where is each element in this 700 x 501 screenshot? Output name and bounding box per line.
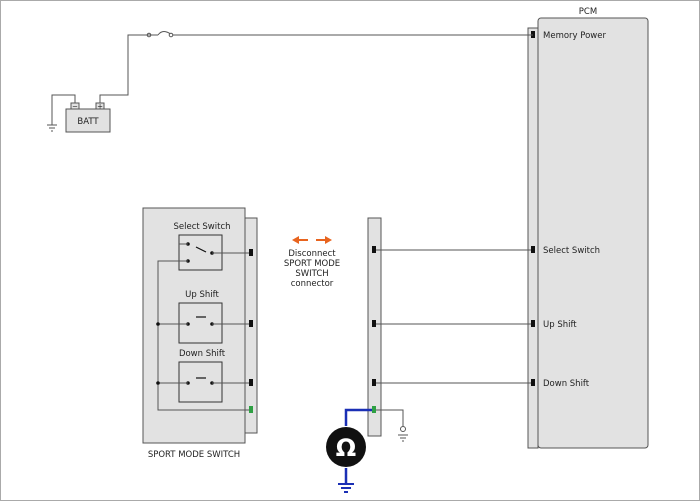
- ohm-symbol: Ω: [336, 434, 356, 462]
- junction-dot-down: [156, 381, 160, 385]
- select-switch-lever: [195, 246, 207, 253]
- sport-pin-down-shift: [249, 379, 253, 386]
- battery-minus-symbol: −: [72, 103, 78, 111]
- sport-pin-ground: [249, 406, 253, 413]
- pcm-pin-label-select-switch: Select Switch: [543, 246, 600, 256]
- disconnect-note: Disconnect SPORT MODE SWITCH connector: [284, 236, 340, 289]
- junction-dot-up: [156, 322, 160, 326]
- chassis-ground-wire: [376, 409, 404, 426]
- ohmmeter-icon: [326, 427, 366, 467]
- pcm-pin-up-shift: [531, 320, 535, 327]
- common-ground-bus: [157, 260, 249, 411]
- mating-pin-up-shift: [372, 320, 376, 327]
- up-shift-label: Up Shift: [185, 290, 219, 300]
- disconnect-note-line4: connector: [291, 279, 334, 289]
- down-shift-label: Down Shift: [179, 349, 226, 359]
- pcm-body: [537, 17, 649, 449]
- up-shift-switch-box: [178, 302, 223, 344]
- sport-switch-title: SPORT MODE SWITCH: [148, 450, 240, 460]
- mating-pin-select: [372, 246, 376, 253]
- mating-pin-down-shift: [372, 379, 376, 386]
- battery-label: BATT: [77, 117, 99, 127]
- chassis-ground-terminal: [400, 426, 406, 432]
- sport-mode-switch: SPORT MODE SWITCH Select Switch Up Shift…: [142, 207, 258, 460]
- pcm-pin-label-memory-power: Memory Power: [543, 31, 606, 41]
- mating-pin-ground: [372, 406, 376, 413]
- pcm-pin-label-up-shift: Up Shift: [543, 320, 577, 330]
- pcm-pin-select-switch: [531, 246, 535, 253]
- battery-negative-wire: [51, 94, 76, 125]
- pcm-title: PCM: [579, 7, 597, 17]
- ohmmeter: Ω: [326, 408, 372, 493]
- pcm-module: PCM Memory Power Select Switch Up Shift …: [527, 7, 649, 449]
- select-switch-label: Select Switch: [173, 222, 230, 232]
- disconnect-arrow-right-icon: [325, 236, 332, 244]
- mating-connector: [367, 217, 531, 442]
- battery-circuit: − + BATT: [47, 31, 533, 133]
- sport-pin-up-shift: [249, 320, 253, 327]
- disconnect-note-line2: SPORT MODE: [284, 259, 340, 269]
- disconnect-arrow-left-icon: [292, 236, 299, 244]
- fuse-terminal-right: [168, 32, 174, 38]
- pcm-pin-label-down-shift: Down Shift: [543, 379, 590, 389]
- ohmmeter-lead-top: [344, 408, 372, 426]
- down-shift-switch-box: [178, 361, 223, 403]
- battery-plus-symbol: +: [97, 103, 103, 111]
- battery-positive-wire: [99, 34, 158, 103]
- disconnect-note-line1: Disconnect: [288, 249, 336, 259]
- disconnect-note-line3: SWITCH: [295, 269, 328, 279]
- battery-body: [65, 108, 111, 133]
- pcm-pin-down-shift: [531, 379, 535, 386]
- sport-pin-select: [249, 249, 253, 256]
